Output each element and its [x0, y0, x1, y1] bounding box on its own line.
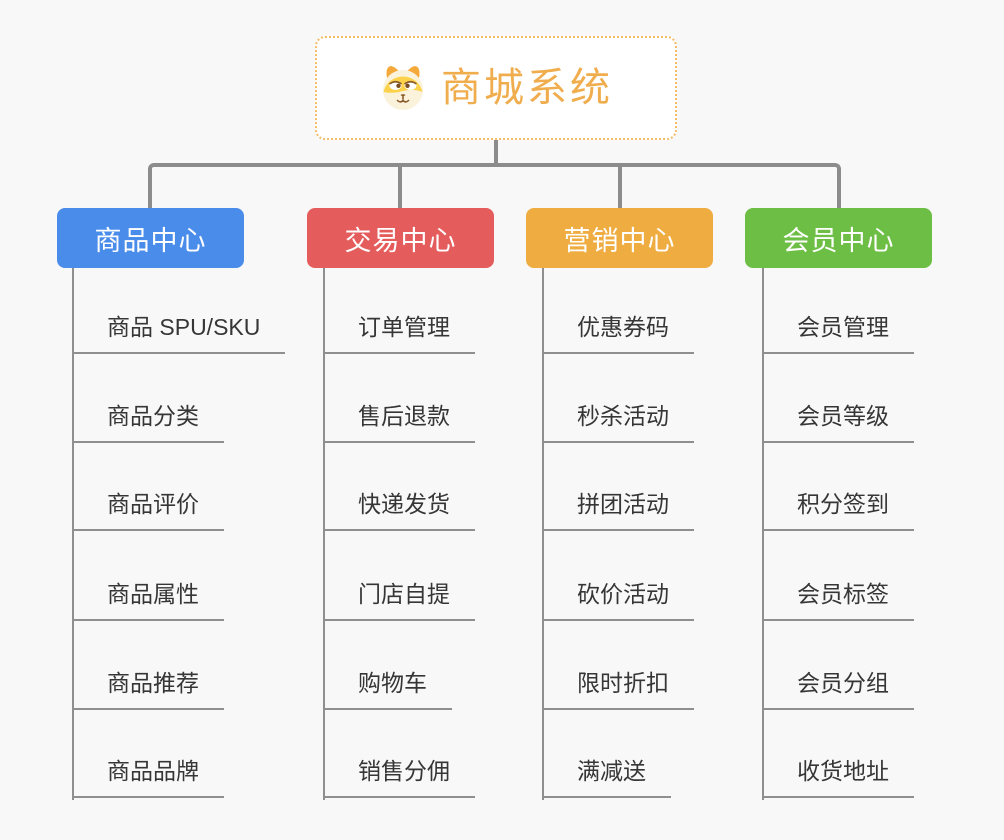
branch-marketing-center[interactable]: 营销中心: [526, 208, 713, 268]
tree-leaf-item[interactable]: 门店自提: [323, 581, 475, 621]
branch-trade-center[interactable]: 交易中心: [307, 208, 494, 268]
tree-leaf-item[interactable]: 会员等级: [762, 403, 914, 443]
tree-leaf-item[interactable]: 限时折扣: [542, 670, 694, 710]
trade-branch-spine: [323, 268, 325, 800]
branch-member-center[interactable]: 会员中心: [745, 208, 932, 268]
tree-leaf-item[interactable]: 会员管理: [762, 314, 914, 354]
tree-leaf-item[interactable]: 收货地址: [762, 758, 914, 798]
branch-drop-connector: [398, 163, 402, 208]
tree-leaf-item[interactable]: 满减送: [542, 758, 671, 798]
product-branch-spine: [72, 268, 74, 800]
tree-leaf-item[interactable]: 优惠券码: [542, 314, 694, 354]
tree-leaf-item[interactable]: 商品分类: [72, 403, 224, 443]
tree-leaf-item[interactable]: 积分签到: [762, 491, 914, 531]
root-title: 商城系统: [441, 66, 613, 110]
root-node[interactable]: 商城系统: [315, 36, 677, 140]
tree-leaf-item[interactable]: 商品推荐: [72, 670, 224, 710]
shiba-dog-icon: [379, 64, 427, 112]
tree-leaf-item[interactable]: 商品 SPU/SKU: [72, 314, 286, 354]
tree-leaf-item[interactable]: 商品评价: [72, 491, 224, 531]
tree-leaf-item[interactable]: 商品品牌: [72, 758, 224, 798]
branch-product-center[interactable]: 商品中心: [57, 208, 244, 268]
tree-leaf-item[interactable]: 砍价活动: [542, 581, 694, 621]
tree-leaf-item[interactable]: 秒杀活动: [542, 403, 694, 443]
tree-leaf-item[interactable]: 销售分佣: [323, 758, 475, 798]
root-stem-connector: [494, 140, 498, 167]
tree-leaf-item[interactable]: 订单管理: [323, 314, 475, 354]
tree-leaf-item[interactable]: 售后退款: [323, 403, 475, 443]
tree-leaf-item[interactable]: 商品属性: [72, 581, 224, 621]
tree-leaf-item[interactable]: 会员分组: [762, 670, 914, 710]
tree-leaf-item[interactable]: 购物车: [323, 670, 452, 710]
tree-leaf-item[interactable]: 拼团活动: [542, 491, 694, 531]
tree-leaf-item[interactable]: 快递发货: [323, 491, 475, 531]
member-branch-spine: [762, 268, 764, 800]
marketing-branch-spine: [542, 268, 544, 800]
branch-bus-connector: [148, 163, 841, 208]
tree-leaf-item[interactable]: 会员标签: [762, 581, 914, 621]
branch-drop-connector: [618, 163, 622, 208]
